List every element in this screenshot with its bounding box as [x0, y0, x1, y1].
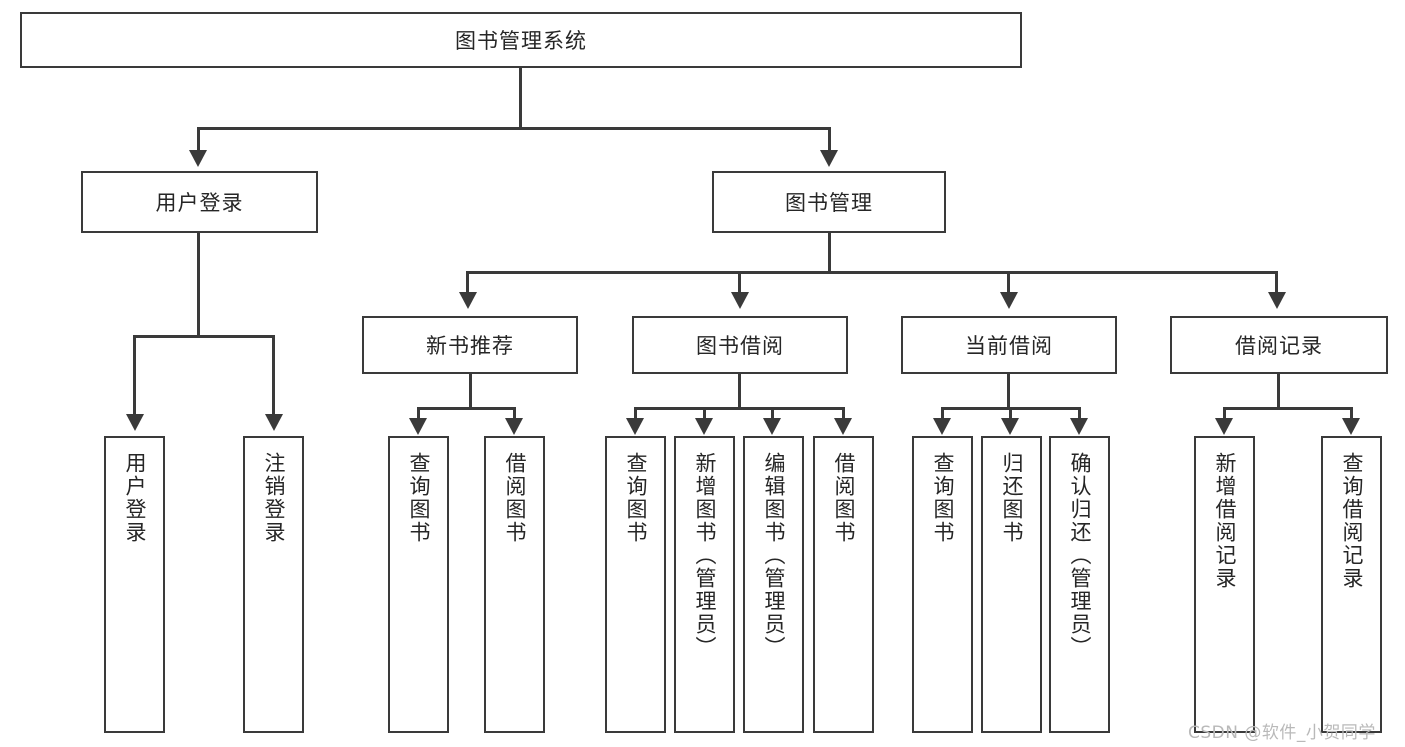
leaf-bb-borrow-book[interactable]: 借阅图书 [813, 436, 874, 733]
node-label: 查询图书 [406, 452, 431, 544]
connector-book-management-bus [466, 271, 1278, 274]
arrowhead-user-login-leaf-1 [126, 414, 144, 431]
leaf-nbr-borrow-book[interactable]: 借阅图书 [484, 436, 545, 733]
connector-bb-stem [738, 374, 741, 407]
connector-bb-branch-4 [842, 407, 845, 419]
node-label: 确认归还（管理员） [1067, 452, 1092, 659]
connector-nbr-branch-1 [417, 407, 420, 419]
node-label: 查询图书 [930, 452, 955, 544]
node-label: 查询借阅记录 [1339, 452, 1364, 590]
csdn-watermark: CSDN @软件_小贺同学 [1188, 718, 1376, 743]
connector-bm-branch-4 [1275, 271, 1278, 293]
connector-br-stem [1277, 374, 1280, 407]
node-label: 当前借阅 [965, 334, 1053, 358]
arrowhead-bm-leaf-4 [1268, 292, 1286, 309]
node-label: 图书借阅 [696, 334, 784, 358]
connector-bm-branch-2 [738, 271, 741, 293]
arrowhead-bb-leaf-1 [626, 418, 644, 435]
connector-br-branch-2 [1350, 407, 1353, 419]
connector-br-branch-1 [1223, 407, 1226, 419]
node-label: 新增借阅记录 [1212, 452, 1237, 590]
arrowhead-nbr-leaf-2 [505, 418, 523, 435]
leaf-nbr-query-book[interactable]: 查询图书 [388, 436, 449, 733]
node-label: 归还图书 [999, 452, 1024, 544]
connector-bb-branch-1 [634, 407, 637, 419]
arrowhead-cb-leaf-1 [933, 418, 951, 435]
arrowhead-bm-leaf-2 [731, 292, 749, 309]
arrowhead-to-user-login [189, 150, 207, 167]
arrowhead-nbr-leaf-1 [409, 418, 427, 435]
node-label: 新书推荐 [426, 334, 514, 358]
connector-root-to-book-management [828, 127, 831, 151]
node-label: 编辑图书（管理员） [761, 452, 786, 659]
node-label: 新增图书（管理员） [692, 452, 717, 659]
connector-book-management-stem [828, 233, 831, 271]
connector-nbr-branch-2 [513, 407, 516, 419]
leaf-br-query-record[interactable]: 查询借阅记录 [1321, 436, 1382, 733]
connector-cb-branch-2 [1009, 407, 1012, 419]
connector-nbr-bus [417, 407, 516, 410]
leaf-user-login[interactable]: 用户登录 [104, 436, 165, 733]
leaf-bb-edit-book-admin[interactable]: 编辑图书（管理员） [743, 436, 804, 733]
node-label: 查询图书 [623, 452, 648, 544]
node-label: 借阅图书 [502, 452, 527, 544]
arrowhead-bb-leaf-2 [695, 418, 713, 435]
connector-bb-branch-3 [771, 407, 774, 419]
node-current-borrow[interactable]: 当前借阅 [901, 316, 1117, 374]
node-root-book-management-system[interactable]: 图书管理系统 [20, 12, 1022, 68]
arrowhead-user-login-leaf-2 [265, 414, 283, 431]
connector-br-bus [1223, 407, 1353, 410]
connector-root-bus [197, 127, 831, 130]
connector-cb-branch-3 [1078, 407, 1081, 419]
connector-user-login-branch-1 [133, 335, 136, 415]
connector-user-login-branch-2 [272, 335, 275, 415]
node-label: 注销登录 [261, 452, 286, 544]
arrowhead-bb-leaf-3 [763, 418, 781, 435]
leaf-cb-query-book[interactable]: 查询图书 [912, 436, 973, 733]
leaf-bb-query-book[interactable]: 查询图书 [605, 436, 666, 733]
connector-user-login-stem [197, 233, 200, 335]
arrowhead-to-book-management [820, 150, 838, 167]
node-user-login[interactable]: 用户登录 [81, 171, 318, 233]
connector-root-stem [519, 68, 522, 127]
connector-bm-branch-1 [466, 271, 469, 293]
connector-bb-branch-2 [703, 407, 706, 419]
connector-bm-branch-3 [1007, 271, 1010, 293]
node-label: 借阅记录 [1235, 334, 1323, 358]
arrowhead-cb-leaf-2 [1001, 418, 1019, 435]
node-book-borrow[interactable]: 图书借阅 [632, 316, 848, 374]
leaf-bb-add-book-admin[interactable]: 新增图书（管理员） [674, 436, 735, 733]
connector-cb-stem [1007, 374, 1010, 407]
connector-root-to-user-login [197, 127, 200, 151]
leaf-cb-return-book[interactable]: 归还图书 [981, 436, 1042, 733]
arrowhead-br-leaf-1 [1215, 418, 1233, 435]
node-label: 用户登录 [155, 191, 244, 215]
arrowhead-cb-leaf-3 [1070, 418, 1088, 435]
watermark-text: CSDN @软件_小贺同学 [1188, 723, 1376, 743]
leaf-br-add-record[interactable]: 新增借阅记录 [1194, 436, 1255, 733]
node-new-book-recommend[interactable]: 新书推荐 [362, 316, 578, 374]
node-label: 用户登录 [122, 452, 147, 544]
arrowhead-bm-leaf-1 [459, 292, 477, 309]
node-book-management[interactable]: 图书管理 [712, 171, 946, 233]
arrowhead-bm-leaf-3 [1000, 292, 1018, 309]
leaf-cb-confirm-return-admin[interactable]: 确认归还（管理员） [1049, 436, 1110, 733]
node-label: 借阅图书 [831, 452, 856, 544]
connector-user-login-bus [133, 335, 275, 338]
node-label: 图书管理 [785, 191, 873, 215]
arrowhead-bb-leaf-4 [834, 418, 852, 435]
arrowhead-br-leaf-2 [1342, 418, 1360, 435]
leaf-logout-login[interactable]: 注销登录 [243, 436, 304, 733]
node-label: 图书管理系统 [455, 29, 587, 53]
connector-bb-bus [634, 407, 845, 410]
connector-cb-branch-1 [941, 407, 944, 419]
connector-nbr-stem [469, 374, 472, 407]
node-borrow-record[interactable]: 借阅记录 [1170, 316, 1388, 374]
